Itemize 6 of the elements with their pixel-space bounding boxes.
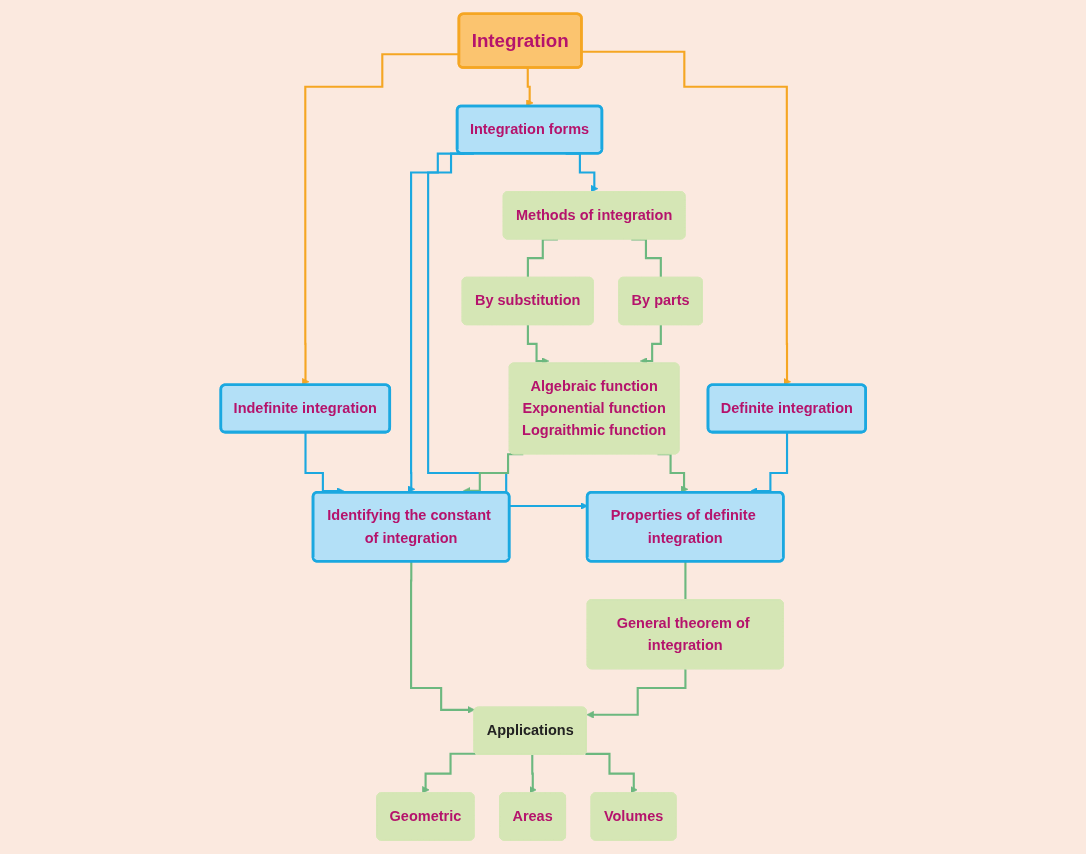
arrow bbox=[585, 752, 638, 794]
arrow bbox=[526, 324, 549, 365]
arrow bbox=[421, 752, 476, 794]
arrow bbox=[639, 324, 662, 365]
arrow bbox=[528, 753, 537, 794]
arrow bbox=[586, 668, 687, 719]
